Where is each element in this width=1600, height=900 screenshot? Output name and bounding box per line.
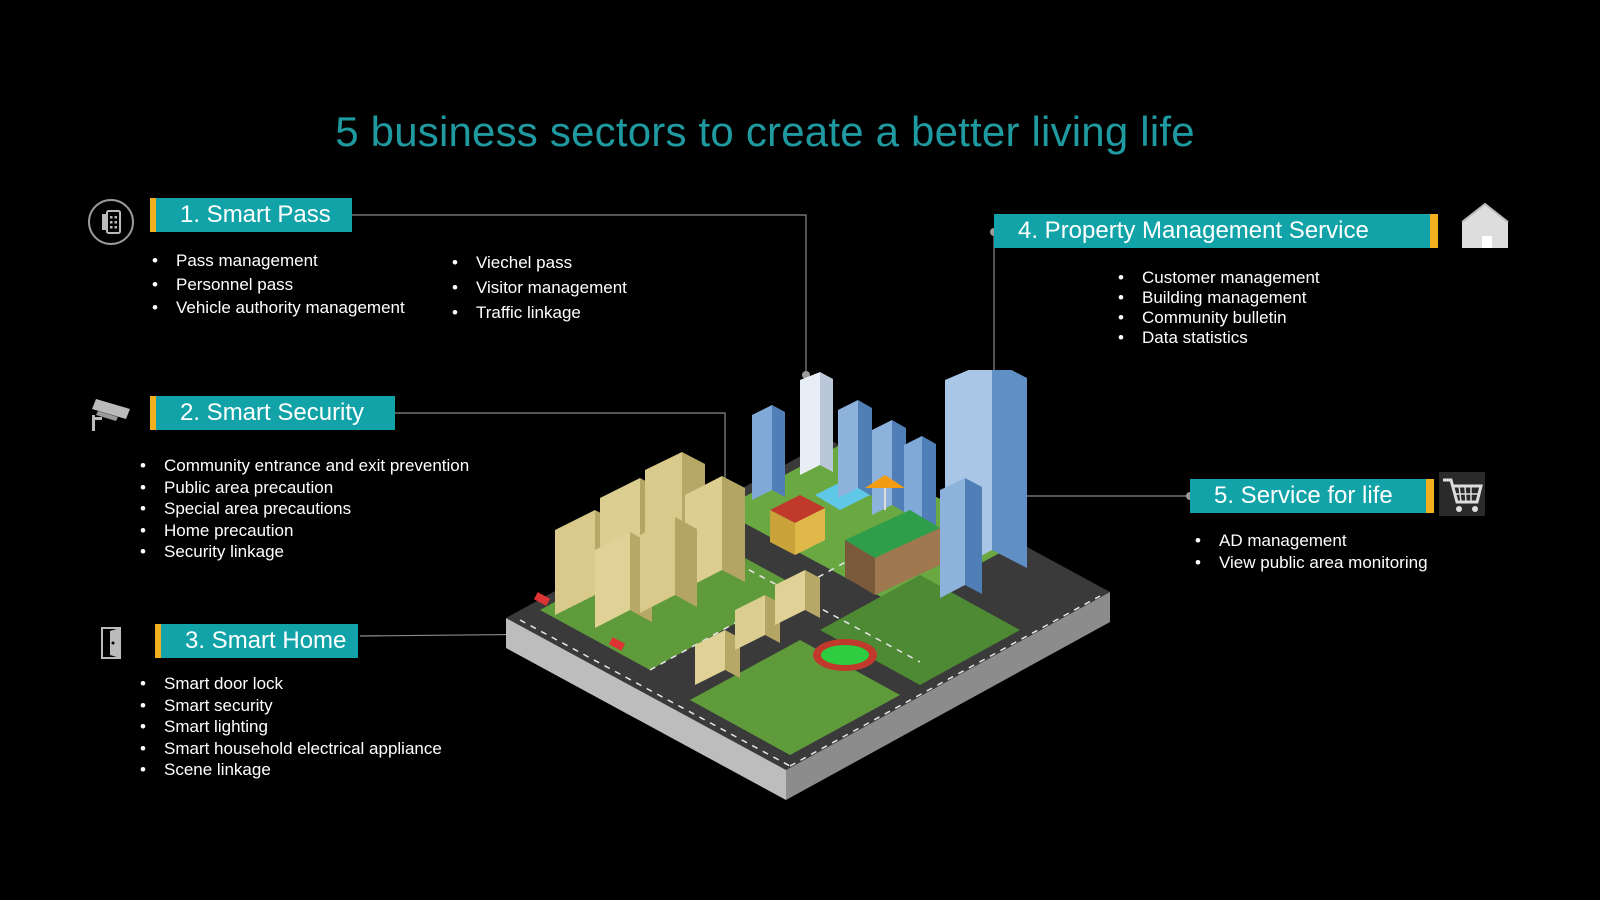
list-item: View public area monitoring	[1195, 552, 1428, 574]
door-icon	[101, 627, 121, 659]
door-phone-icon	[88, 199, 134, 245]
list-item: Smart household electrical appliance	[140, 738, 442, 760]
list-item: Visitor management	[452, 275, 627, 300]
list-item: Personnel pass	[152, 273, 405, 297]
list-item: Smart door lock	[140, 673, 442, 695]
smart-home-list: Smart door lock Smart security Smart lig…	[140, 673, 442, 781]
sector-label-smart-pass: 1. Smart Pass	[150, 198, 352, 232]
property-management-list: Customer management Building management …	[1118, 268, 1320, 348]
connector-smart-pass	[352, 214, 807, 375]
list-item: Community bulletin	[1118, 308, 1320, 328]
sector-label-service-for-life: 5. Service for life	[1190, 479, 1434, 513]
list-item: AD management	[1195, 530, 1428, 552]
list-item: Pass management	[152, 249, 405, 273]
list-item: Home precaution	[140, 520, 469, 542]
list-item: Scene linkage	[140, 759, 442, 781]
page-title: 5 business sectors to create a better li…	[335, 108, 1195, 155]
list-item: Security linkage	[140, 541, 469, 563]
security-camera-icon	[92, 399, 130, 431]
smart-city-illustration	[506, 370, 1110, 800]
list-item: Building management	[1118, 288, 1320, 308]
list-item: Viechel pass	[452, 250, 627, 275]
list-item: Public area precaution	[140, 477, 469, 499]
list-item: Community entrance and exit prevention	[140, 455, 469, 477]
connector-smart-security	[395, 412, 726, 500]
sector-label-smart-security: 2. Smart Security	[150, 396, 395, 430]
list-item: Special area precautions	[140, 498, 469, 520]
smart-security-list: Community entrance and exit prevention P…	[140, 455, 469, 563]
service-for-life-list: AD management View public area monitorin…	[1195, 530, 1428, 573]
smart-pass-list-col2: Viechel pass Visitor management Traffic …	[452, 250, 627, 325]
house-icon	[1461, 202, 1509, 248]
list-item: Smart security	[140, 695, 442, 717]
list-item: Customer management	[1118, 268, 1320, 288]
sector-label-smart-home: 3. Smart Home	[155, 624, 358, 658]
list-item: Traffic linkage	[452, 300, 627, 325]
list-item: Vehicle authority management	[152, 296, 405, 320]
smart-pass-list-col1: Pass management Personnel pass Vehicle a…	[152, 249, 405, 320]
list-item: Data statistics	[1118, 328, 1320, 348]
list-item: Smart lighting	[140, 716, 442, 738]
shopping-cart-icon	[1439, 472, 1485, 516]
sector-label-property-management: 4. Property Management Service	[994, 214, 1438, 248]
